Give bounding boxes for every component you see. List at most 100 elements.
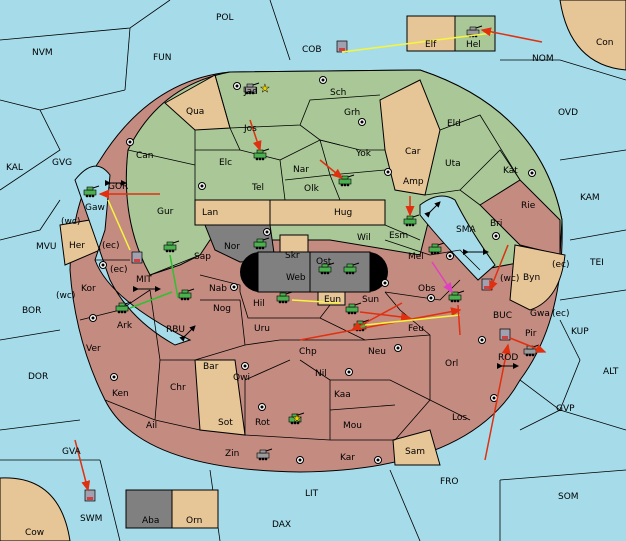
label-elf: Elf xyxy=(425,40,437,50)
label-eun: Eun xyxy=(324,295,341,305)
label-obs: Obs xyxy=(418,284,436,294)
label-gvg: GVG xyxy=(52,158,72,168)
label-ec3: (ec) xyxy=(110,265,128,275)
label-tel: Tel xyxy=(251,183,264,193)
label-chr: Chr xyxy=(170,383,186,393)
label-gva: GVA xyxy=(62,447,82,457)
label-gor: GOR xyxy=(108,182,128,192)
label-buc: BUC xyxy=(493,311,512,321)
connection-arrows xyxy=(105,180,519,369)
label-wc1: (wc) xyxy=(61,217,80,227)
label-olk: Olk xyxy=(304,184,320,194)
label-car: Car xyxy=(405,147,421,157)
label-eld: Eld xyxy=(447,119,461,129)
label-los: Los xyxy=(452,413,467,423)
label-nab: Nab xyxy=(209,284,227,294)
label-swm: SWM xyxy=(80,514,102,524)
label-qwi: Qwi xyxy=(233,373,250,383)
label-gvp: GVP xyxy=(556,404,575,414)
territory-hug xyxy=(269,199,386,226)
label-gur: Gur xyxy=(157,207,174,217)
territory-sam xyxy=(392,429,441,466)
label-ec2: (ec) xyxy=(552,260,570,270)
label-pol: POL xyxy=(216,13,234,23)
label-lan: Lan xyxy=(202,208,218,218)
label-sma: SMA xyxy=(456,225,476,235)
elf-island xyxy=(406,15,456,52)
label-hel: Hel xyxy=(466,40,481,50)
label-rbu: RBU xyxy=(166,325,185,335)
label-fro: FRO xyxy=(440,477,459,487)
territory-byn xyxy=(509,244,566,311)
label-sch: Sch xyxy=(330,88,346,98)
label-orn: Orn xyxy=(186,516,202,526)
label-kat: Kat xyxy=(503,166,518,176)
label-mou: Mou xyxy=(343,421,362,431)
label-tei: TEI xyxy=(589,258,604,268)
label-sun: Sun xyxy=(362,295,379,305)
label-esm: Esm xyxy=(389,231,408,241)
label-dax: DAX xyxy=(272,520,291,530)
label-alt: ALT xyxy=(603,367,619,377)
supply-centers xyxy=(89,76,536,464)
label-con: Con xyxy=(596,38,614,48)
label-nog: Nog xyxy=(213,304,231,314)
label-nvm: NVM xyxy=(32,48,53,58)
label-uta: Uta xyxy=(445,159,461,169)
label-orl: Orl xyxy=(445,359,458,369)
label-uru: Uru xyxy=(254,324,270,334)
label-zin: Zin xyxy=(225,449,239,459)
label-jad: Jad xyxy=(243,87,258,97)
label-qua: Qua xyxy=(186,107,204,117)
label-ost: Ost xyxy=(316,257,332,267)
label-sap: Sap xyxy=(194,252,211,262)
label-sot: Sot xyxy=(218,418,233,428)
label-feu: Feu xyxy=(408,324,424,334)
label-bar: Bar xyxy=(203,362,219,372)
label-wc2: (wc) xyxy=(56,291,75,301)
label-nom: NOM xyxy=(532,54,554,64)
label-web: Web xyxy=(286,273,306,283)
label-elc: Elc xyxy=(219,158,232,168)
cow-land xyxy=(0,477,71,541)
label-nil: Nil xyxy=(315,369,327,379)
label-kal: KAL xyxy=(6,163,23,173)
label-kor: Kor xyxy=(81,284,96,294)
label-pir: Pir xyxy=(525,329,537,339)
label-ark: Ark xyxy=(117,321,133,331)
svg-text:★: ★ xyxy=(292,412,302,425)
label-ovd: OVD xyxy=(558,108,578,118)
label-som: SOM xyxy=(558,492,579,502)
label-aba: Aba xyxy=(142,516,159,526)
label-lit: LIT xyxy=(305,489,319,499)
label-cow: Cow xyxy=(25,528,44,538)
label-ver: Ver xyxy=(86,344,101,354)
svg-text:★: ★ xyxy=(260,82,270,95)
label-her: Her xyxy=(69,241,85,251)
label-chp: Chp xyxy=(299,347,317,357)
label-yok: Yok xyxy=(355,149,372,159)
label-rie: Rie xyxy=(521,201,536,211)
label-mit: MIT xyxy=(136,275,152,285)
label-gaw: Gaw xyxy=(85,203,105,213)
label-wil: Wil xyxy=(357,233,371,243)
label-grh: Grh xyxy=(344,108,360,118)
label-can: Can xyxy=(136,151,154,161)
label-ail: Ail xyxy=(146,421,157,431)
label-sam: Sam xyxy=(405,447,425,457)
label-bri: Bri xyxy=(490,219,502,229)
label-fun: FUN xyxy=(153,53,172,63)
label-hug: Hug xyxy=(334,208,352,218)
label-rot: Rot xyxy=(255,418,270,428)
label-bor: BOR xyxy=(22,306,41,316)
label-nor: Nor xyxy=(224,242,240,252)
label-rod: ROD xyxy=(498,353,518,363)
label-kaa: Kaa xyxy=(334,390,351,400)
label-nar: Nar xyxy=(293,165,309,175)
label-ec1: (ec) xyxy=(102,241,120,251)
label-kam: KAM xyxy=(580,193,600,203)
label-hil: Hil xyxy=(253,299,265,309)
label-kup: KUP xyxy=(571,327,589,337)
label-ken: Ken xyxy=(112,389,129,399)
